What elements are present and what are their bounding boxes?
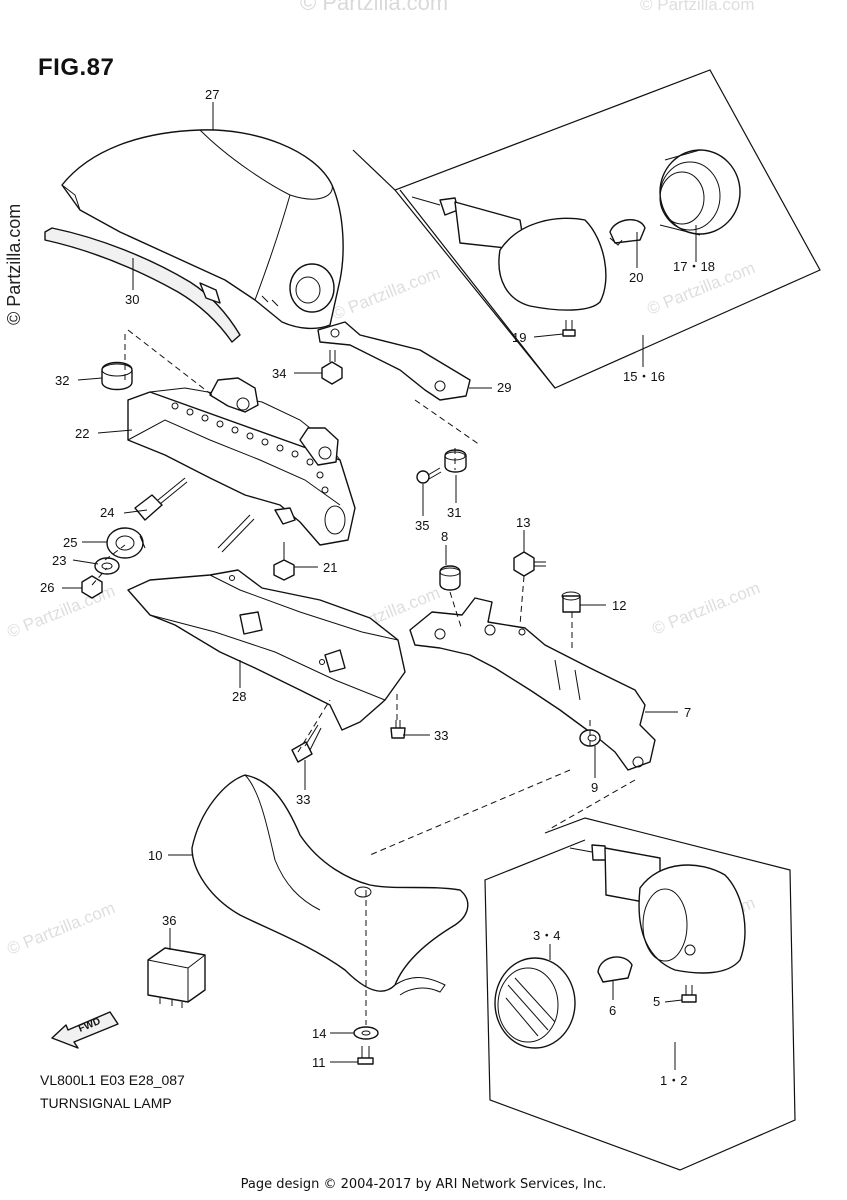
callout-3-4: 3・4	[533, 928, 560, 943]
part-28-bracket	[127, 569, 406, 731]
part-22-bracket	[127, 377, 356, 546]
callout-13: 13	[516, 515, 530, 530]
diagram-name: TURNSIGNAL LAMP	[40, 1095, 172, 1111]
figure-title: FIG.87	[38, 54, 115, 81]
callout-25: 25	[63, 535, 77, 550]
watermark-side-text: © Partzilla.com	[4, 204, 24, 325]
part-19-screw	[562, 320, 576, 337]
callout-31: 31	[447, 505, 461, 520]
part-29-bracket	[317, 321, 471, 401]
part-21-nut	[273, 542, 295, 581]
callout-35: 35	[415, 518, 429, 533]
page-credit: Page design © 2004-2017 by ARI Network S…	[240, 1177, 607, 1192]
lower-lamp-assembly-box	[484, 817, 796, 1171]
callout-20: 20	[629, 270, 643, 285]
callout-19: 19	[512, 330, 526, 345]
part-15-16-lamp	[411, 196, 607, 311]
leader-lines	[62, 102, 697, 1070]
part-34-bolt	[321, 350, 343, 385]
callout-22: 22	[75, 426, 89, 441]
part-27-rear-cover	[61, 129, 344, 330]
callout-14: 14	[312, 1026, 326, 1041]
callout-32: 32	[55, 373, 69, 388]
callout-33-right: 33	[434, 728, 448, 743]
callout-labels: 27 30 32 34 29 22 19 15・16 20 17・18 31 3…	[40, 87, 715, 1088]
part-30-strip	[44, 227, 241, 343]
callout-34: 34	[272, 366, 286, 381]
callout-15-16: 15・16	[623, 369, 665, 384]
callout-29: 29	[497, 380, 511, 395]
callout-36: 36	[162, 913, 176, 928]
part-11-screw	[357, 1046, 374, 1065]
part-10-cover	[191, 774, 469, 996]
callout-24: 24	[100, 505, 114, 520]
callout-10: 10	[148, 848, 162, 863]
callout-5: 5	[653, 994, 660, 1009]
callout-1-2: 1・2	[660, 1073, 687, 1088]
diagram-code: VL800L1 E03 E28_087	[40, 1072, 185, 1088]
watermark-text: © Partzilla.com	[329, 263, 442, 324]
part-12-collar	[561, 591, 581, 613]
fwd-arrow-icon: FWD	[51, 1011, 119, 1049]
watermark-text: © Partzilla.com	[649, 578, 762, 639]
watermark-text: © Partzilla.com	[4, 898, 117, 959]
callout-6: 6	[609, 1003, 616, 1018]
part-26-nut	[81, 575, 103, 599]
watermark-text: © Partzilla.com	[300, 0, 448, 15]
callout-9: 9	[591, 780, 598, 795]
part-32-grommet	[101, 361, 133, 391]
part-13-bolt	[513, 551, 546, 577]
part-14-washer	[353, 1026, 379, 1040]
callout-27: 27	[205, 87, 219, 102]
callout-26: 26	[40, 580, 54, 595]
part-6-bulb	[597, 956, 633, 983]
part-1-2-lamp	[569, 844, 746, 974]
callout-21: 21	[323, 560, 337, 575]
part-8-collar	[439, 565, 461, 591]
part-33-screws	[291, 720, 406, 763]
callout-7: 7	[684, 705, 691, 720]
part-7-bracket	[409, 597, 656, 771]
callout-23: 23	[52, 553, 66, 568]
part-5-screw	[681, 985, 697, 1003]
part-35-screw	[416, 467, 442, 484]
upper-lamp-assembly-box	[352, 69, 821, 389]
callout-33-left: 33	[296, 792, 310, 807]
callout-28: 28	[232, 689, 246, 704]
part-24-stud	[134, 477, 255, 553]
part-23-washer	[94, 557, 120, 575]
part-17-18-lens	[659, 149, 741, 236]
callout-11: 11	[312, 1055, 326, 1070]
callout-12: 12	[612, 598, 626, 613]
bracket-holes	[171, 402, 329, 494]
watermark-text: © Partzilla.com	[640, 0, 755, 14]
callout-8: 8	[441, 529, 448, 544]
callout-30: 30	[125, 292, 139, 307]
part-36-relay	[147, 947, 206, 1008]
part-20-bulb	[609, 219, 646, 246]
assembly-lines	[91, 329, 636, 1025]
callout-17-18: 17・18	[673, 259, 715, 274]
part-3-4-lens	[494, 957, 576, 1049]
part-25-grommet	[106, 527, 146, 559]
watermarks: © Partzilla.com © Partzilla.com © Partzi…	[4, 0, 763, 959]
